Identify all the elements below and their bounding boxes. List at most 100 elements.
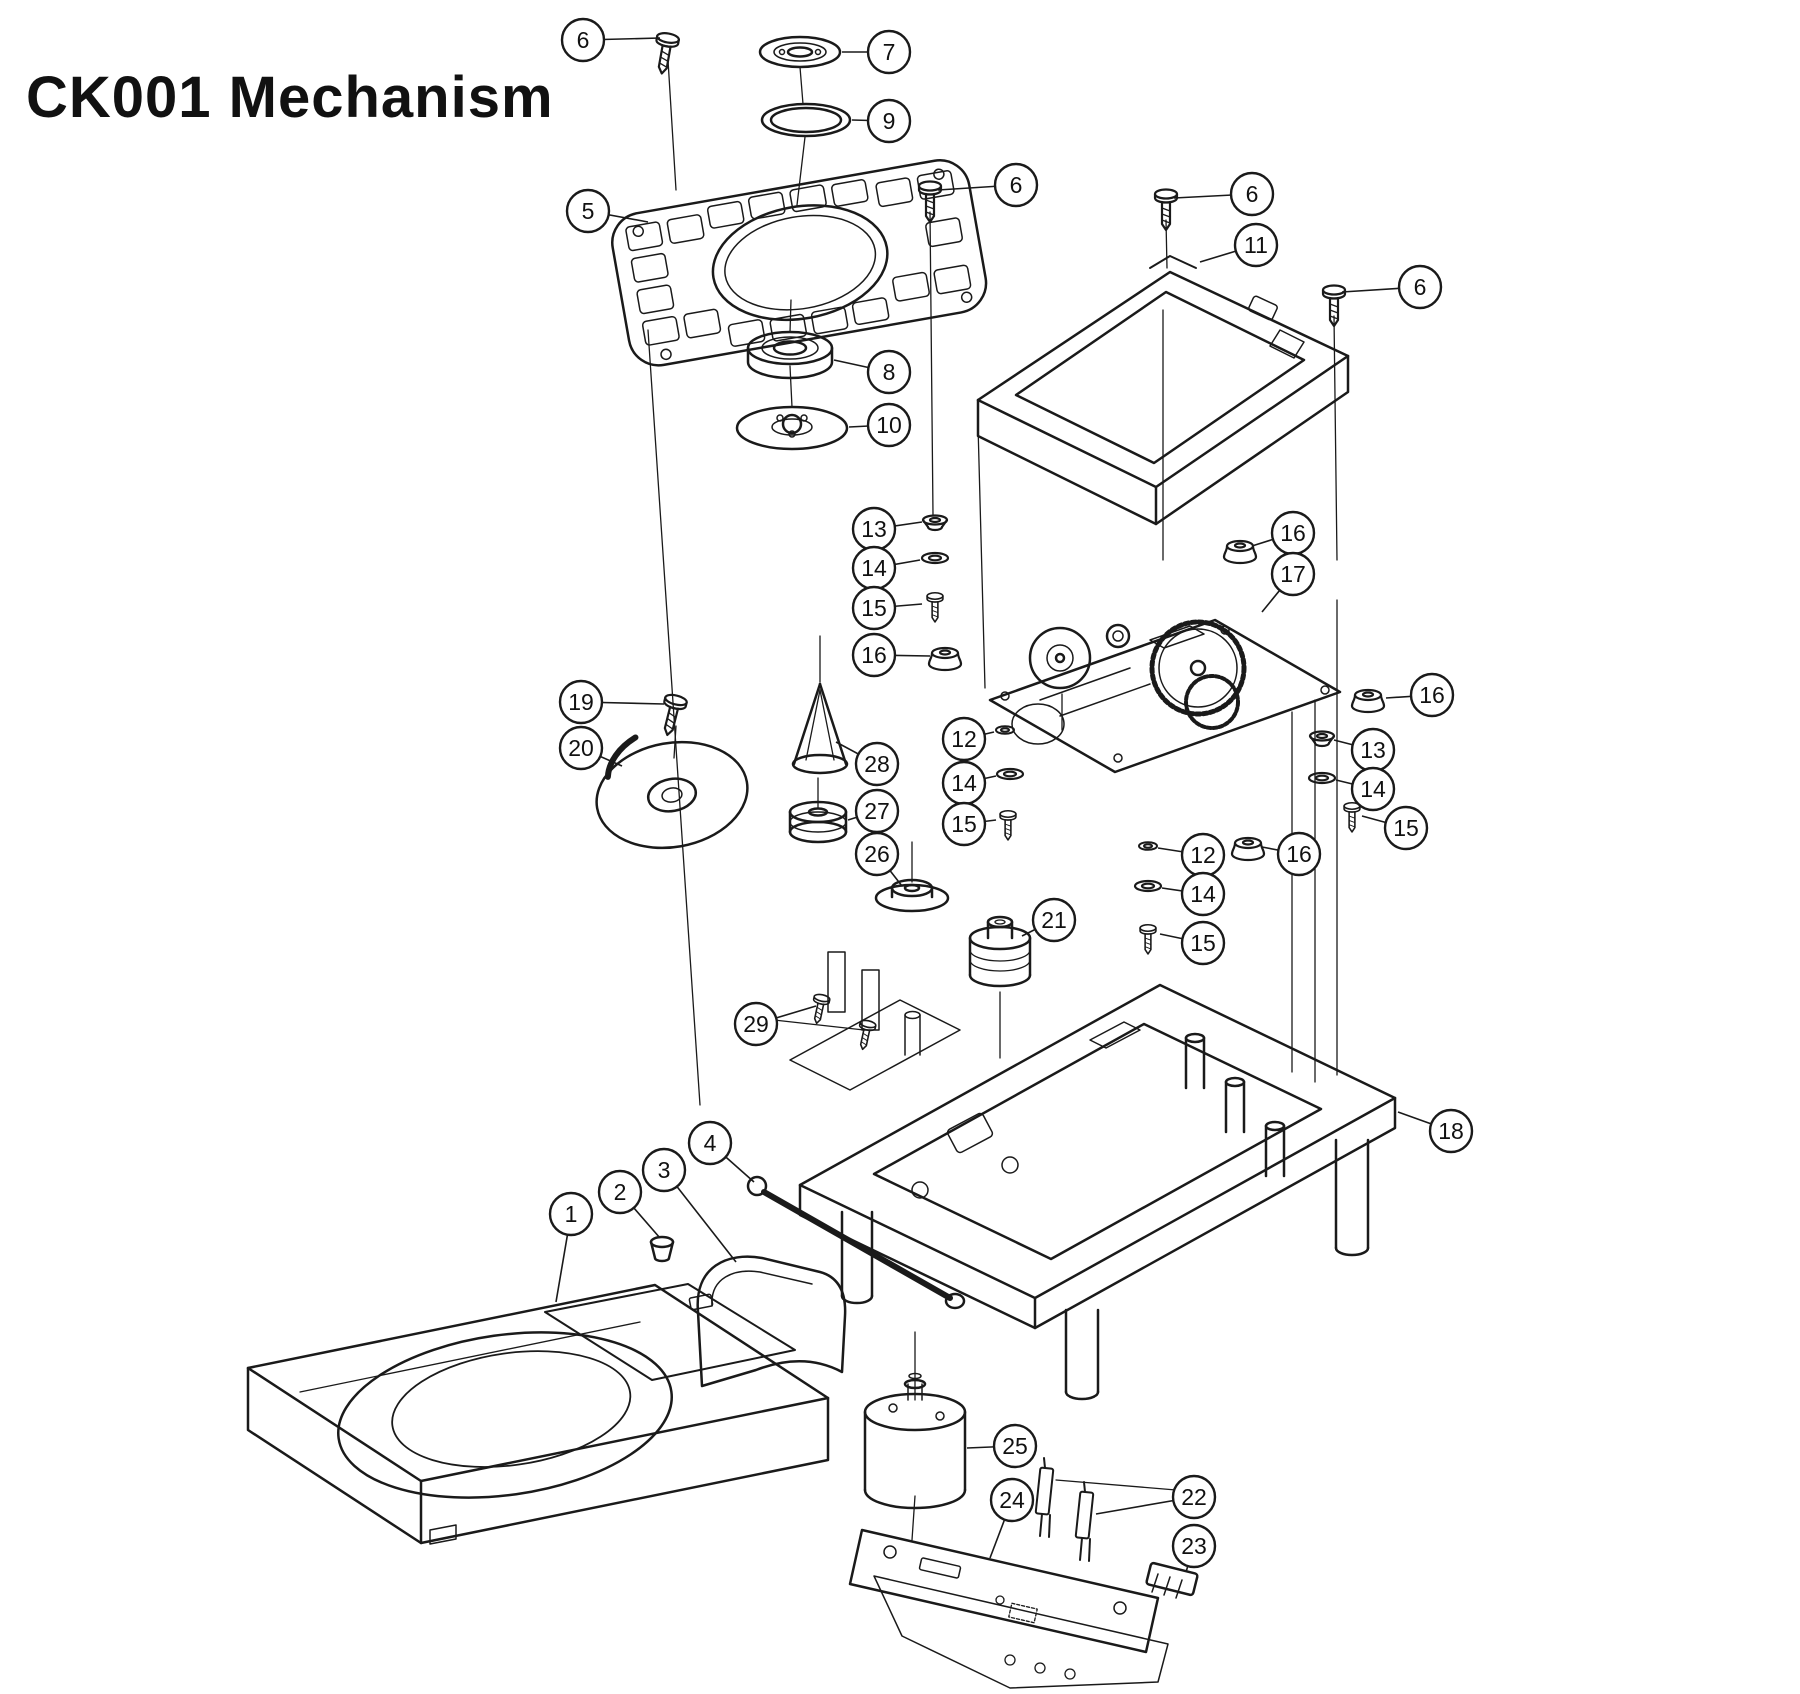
- callout-15: 15: [1383, 805, 1429, 851]
- callout-23: 23: [1171, 1523, 1217, 1569]
- spindle-motor-part-25: [863, 1372, 967, 1510]
- lock-button-part-2: [649, 1235, 675, 1263]
- callout-14: 14: [1350, 766, 1396, 812]
- chassis-frame-part-18: [789, 951, 1397, 1401]
- top-bracket-part-11: [976, 255, 1350, 561]
- svg-text:6: 6: [1414, 274, 1427, 300]
- svg-text:6: 6: [577, 27, 590, 53]
- svg-text:24: 24: [999, 1487, 1025, 1513]
- callout-1: 1: [548, 1191, 594, 1237]
- svg-text:16: 16: [1286, 841, 1312, 867]
- callout-15: 15: [941, 801, 987, 847]
- pulley-part-27: [788, 800, 848, 844]
- svg-text:12: 12: [1190, 842, 1216, 868]
- svg-text:15: 15: [951, 811, 977, 837]
- callout-14: 14: [941, 760, 987, 806]
- leaf-switches-part-22: [1034, 1457, 1095, 1562]
- svg-text:23: 23: [1181, 1533, 1207, 1559]
- svg-text:11: 11: [1244, 232, 1268, 258]
- svg-text:5: 5: [582, 198, 595, 224]
- clamp-disc-part-7: [758, 35, 842, 69]
- svg-text:20: 20: [568, 735, 594, 761]
- callout-6: 6: [993, 162, 1039, 208]
- magnet-ring-part-8: [746, 330, 834, 380]
- callout-12: 12: [1180, 832, 1226, 878]
- callout-14: 14: [1180, 871, 1226, 917]
- callout-26: 26: [854, 831, 900, 877]
- svg-text:18: 18: [1438, 1118, 1464, 1144]
- svg-text:27: 27: [864, 798, 890, 824]
- callout-16: 16: [851, 632, 897, 678]
- callout-16: 16: [1409, 672, 1455, 718]
- svg-text:16: 16: [1419, 682, 1445, 708]
- callout-14: 14: [851, 545, 897, 591]
- turntable-platter-part-20: [595, 734, 749, 850]
- page-title: CK001 Mechanism: [26, 65, 554, 130]
- callout-8: 8: [866, 349, 912, 395]
- svg-text:28: 28: [864, 751, 890, 777]
- svg-text:15: 15: [861, 595, 887, 621]
- callout-16: 16: [1276, 831, 1322, 877]
- svg-text:15: 15: [1393, 815, 1419, 841]
- svg-text:6: 6: [1010, 172, 1023, 198]
- callout-28: 28: [854, 741, 900, 787]
- svg-text:19: 19: [568, 689, 594, 715]
- svg-text:14: 14: [1360, 776, 1386, 802]
- connector-part-23: [1145, 1561, 1199, 1599]
- svg-text:14: 14: [1190, 881, 1216, 907]
- svg-text:12: 12: [951, 726, 977, 752]
- gear-cover-part-3: [696, 1255, 847, 1388]
- callout-19: 19: [558, 679, 604, 725]
- svg-text:3: 3: [658, 1157, 671, 1183]
- clamper-part-10: [735, 405, 849, 451]
- screws-part-29: [807, 992, 878, 1052]
- svg-text:29: 29: [743, 1011, 769, 1037]
- callout-27: 27: [854, 788, 900, 834]
- svg-text:15: 15: [1190, 930, 1216, 956]
- svg-text:4: 4: [704, 1130, 717, 1156]
- callout-6: 6: [560, 17, 606, 63]
- alignment-lines: [647, 59, 1338, 1541]
- callout-3: 3: [641, 1147, 687, 1193]
- callout-10: 10: [866, 402, 912, 448]
- callout-15: 15: [1180, 920, 1226, 966]
- callout-18: 18: [1428, 1108, 1474, 1154]
- callout-20: 20: [558, 725, 604, 771]
- callout-15: 15: [851, 585, 897, 631]
- callout-17: 17: [1270, 551, 1316, 597]
- callout-5: 5: [565, 188, 611, 234]
- callout-4: 4: [687, 1120, 733, 1166]
- motor-pulley-part-21: [968, 915, 1032, 988]
- callout-13: 13: [851, 506, 897, 552]
- svg-text:7: 7: [883, 39, 896, 65]
- callout-24: 24: [989, 1477, 1035, 1523]
- svg-text:17: 17: [1280, 561, 1306, 587]
- svg-text:1: 1: [565, 1201, 578, 1227]
- callout-7: 7: [866, 29, 912, 75]
- svg-text:13: 13: [861, 516, 887, 542]
- callout-13: 13: [1350, 727, 1396, 773]
- svg-text:25: 25: [1002, 1433, 1028, 1459]
- pcb-part-24: [848, 1528, 1169, 1689]
- svg-text:8: 8: [883, 359, 896, 385]
- washers-part-14: [920, 551, 1337, 893]
- grille-plate-part-5: [611, 159, 988, 367]
- svg-text:22: 22: [1181, 1484, 1207, 1510]
- traverse-assembly-part-17: [988, 618, 1342, 774]
- callout-2: 2: [597, 1169, 643, 1215]
- svg-text:10: 10: [876, 412, 902, 438]
- callout-29: 29: [733, 1001, 779, 1047]
- callout-25: 25: [992, 1423, 1038, 1469]
- callout-22: 22: [1171, 1474, 1217, 1520]
- screws-part-15: [926, 591, 1361, 955]
- svg-text:14: 14: [861, 555, 887, 581]
- callout-12: 12: [941, 716, 987, 762]
- svg-text:14: 14: [951, 770, 977, 796]
- svg-text:16: 16: [861, 642, 887, 668]
- callout-6: 6: [1397, 264, 1443, 310]
- guide-rod-part-4: [746, 1175, 966, 1310]
- callout-11: 11: [1233, 222, 1279, 268]
